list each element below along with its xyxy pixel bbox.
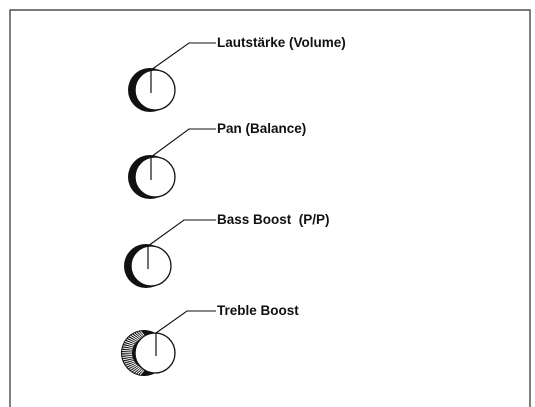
knurl-line (131, 334, 140, 341)
knob-bass-face (130, 245, 172, 287)
knob-bass (124, 219, 216, 288)
knob-pan (128, 128, 216, 199)
knob-pan-leader (150, 128, 216, 158)
knurl-line (133, 366, 141, 373)
label-treble-boost: Treble Boost (217, 303, 299, 318)
knurl-line (124, 360, 135, 365)
knurl-line (129, 364, 138, 371)
knurl-line (126, 362, 136, 367)
knurl-line (123, 345, 133, 349)
knurl-line (133, 333, 141, 340)
knurl-line (123, 359, 134, 363)
knurl-line (129, 335, 139, 342)
label-pan: Pan (Balance) (217, 121, 307, 136)
knob-bass-leader (147, 219, 216, 247)
knob-volume-leader (150, 42, 216, 71)
knurl-line (127, 363, 137, 369)
knurl-line (127, 337, 137, 343)
knob-volume (128, 42, 216, 112)
knob-treble-face (134, 332, 176, 374)
knob-volume-face (134, 69, 176, 111)
knurl-line (135, 367, 143, 374)
knob-pan-face (134, 156, 176, 198)
knob-treble-leader (155, 310, 216, 334)
diagram-frame (9, 9, 531, 407)
knurl-line (125, 340, 135, 346)
knob-treble-knurling (121, 330, 146, 375)
knurl-line (122, 347, 133, 350)
knurl-line (126, 339, 136, 344)
label-bass-boost: Bass Boost (P/P) (217, 212, 330, 227)
knurl-line (122, 357, 133, 361)
knurl-line (123, 343, 134, 347)
knob-treble (121, 310, 216, 376)
knurl-line (122, 355, 133, 358)
knurl-line (122, 349, 133, 352)
label-volume: Lautstärke (Volume) (217, 35, 346, 50)
knurl-line (122, 354, 133, 356)
knurl-line (135, 332, 143, 339)
knurl-line (131, 365, 140, 372)
